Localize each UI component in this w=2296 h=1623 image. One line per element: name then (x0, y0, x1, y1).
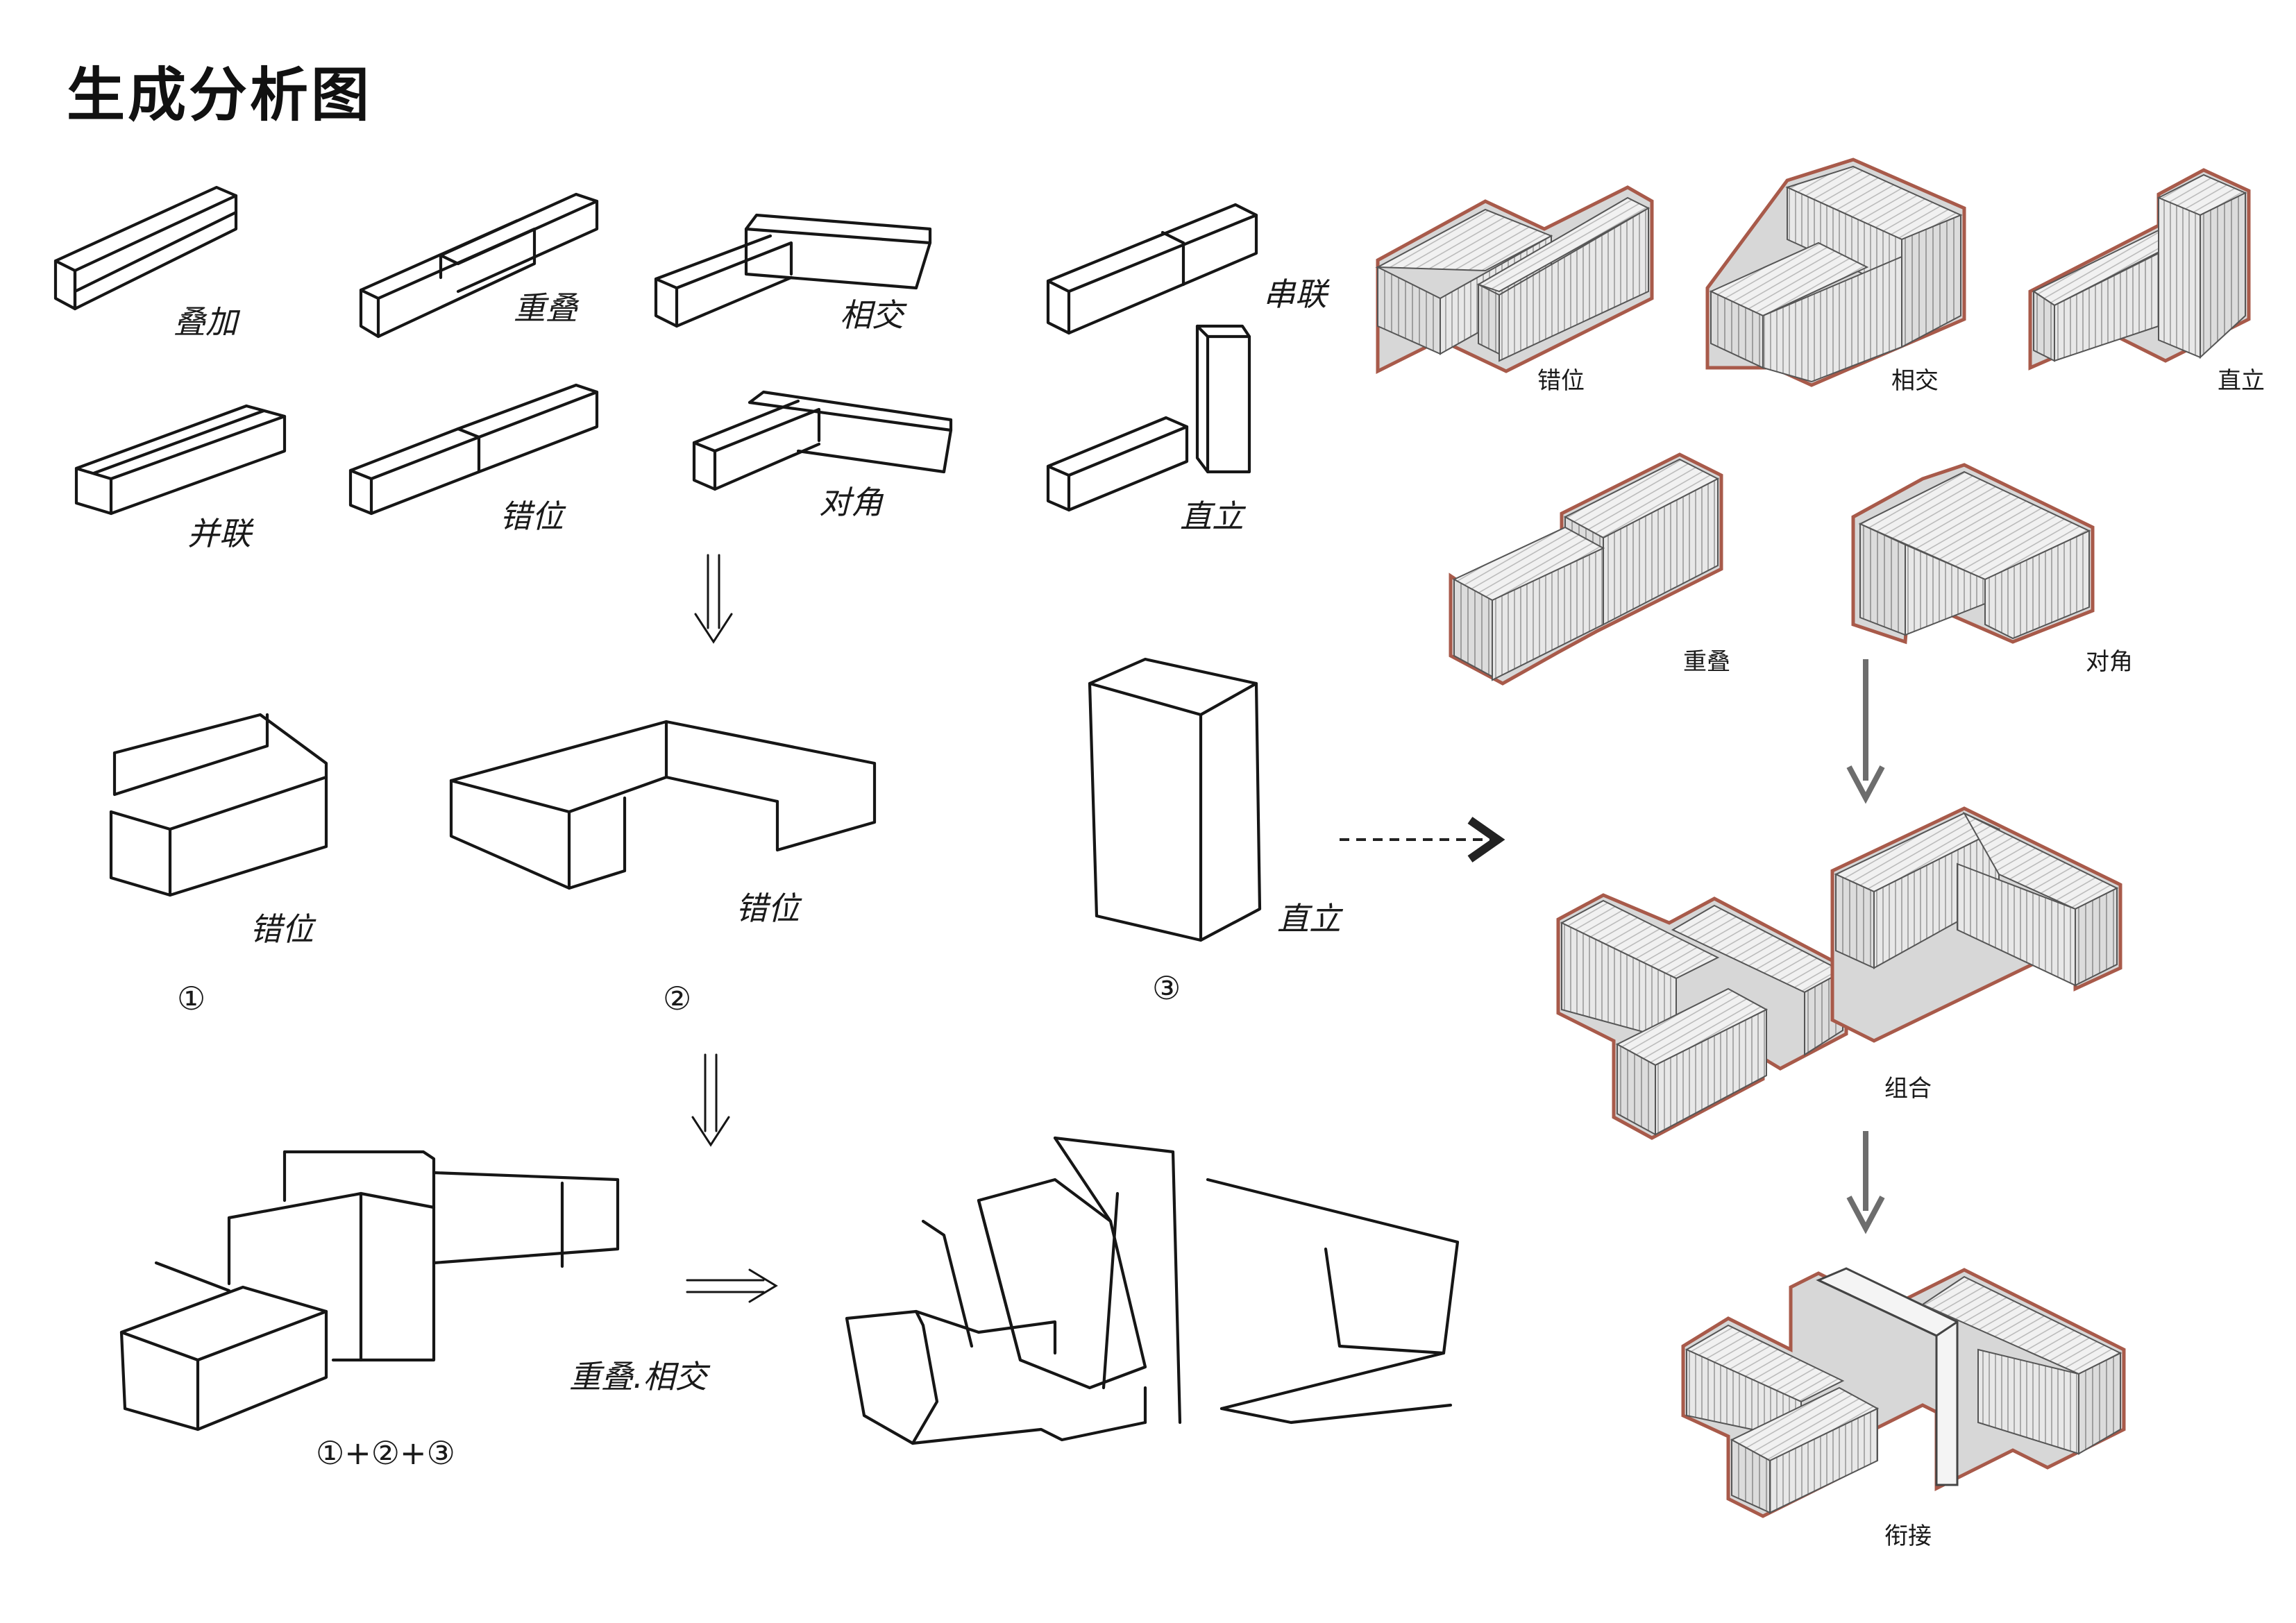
sketch-label-series: 串联 (1263, 275, 1331, 313)
sketch-intersect (654, 213, 932, 328)
double-down-arrow-1 (694, 554, 733, 644)
render-label-diagonal: 对角 (2086, 648, 2133, 676)
render-overlap (1449, 452, 1723, 686)
sketch-step3-combined (119, 1150, 620, 1431)
double-right-arrow (686, 1268, 778, 1303)
sketch-offset (348, 383, 599, 516)
sketch-label-offset: 错位 (500, 498, 566, 535)
sketch-step3-perspective (845, 1136, 1460, 1445)
double-down-arrow-2 (691, 1053, 730, 1147)
sketch-step2-b-label: 错位 (736, 890, 802, 927)
sketch-step2-a-num: ① (177, 980, 205, 1017)
render-upright (2028, 168, 2251, 371)
render-label-upright: 直立 (2218, 367, 2265, 395)
sketch-label-overlap: 重叠 (514, 289, 580, 327)
render-label-connect: 衔接 (1884, 1522, 1932, 1550)
sketch-step2-c-label: 直立 (1277, 900, 1344, 937)
render-label-overlap: 重叠 (1683, 648, 1730, 676)
sketch-overlap (359, 192, 599, 339)
render-intersect (1705, 158, 1966, 387)
sketch-label-stack: 叠加 (174, 303, 241, 341)
sketch-step2-c (1088, 657, 1262, 942)
grey-down-arrow-2 (1846, 1131, 1885, 1234)
sketch-label-upright: 直立 (1180, 498, 1247, 535)
sketch-step2-a (109, 713, 328, 897)
render-connect (1681, 1267, 2126, 1518)
render-label-combine: 组合 (1884, 1075, 1932, 1103)
sketch-label-parallel: 并联 (187, 515, 255, 552)
sketch-series (1046, 203, 1258, 335)
sketch-step2-b (449, 720, 877, 890)
sketch-step3-formula: ①+②+③ (316, 1434, 455, 1472)
render-label-offset: 错位 (1537, 367, 1585, 395)
render-label-intersect: 相交 (1891, 367, 1939, 395)
sketch-step2-b-num: ② (663, 980, 691, 1017)
sketch-step3-note: 重叠.相交 (569, 1358, 711, 1395)
sketch-step2-c-num: ③ (1152, 969, 1181, 1007)
sketch-parallel (74, 404, 287, 516)
render-offset (1375, 185, 1654, 375)
sketch-label-diagonal: 对角 (819, 484, 884, 521)
sketch-stack (53, 185, 238, 311)
sketch-upright (1046, 324, 1251, 512)
sketch-diagonal (692, 390, 953, 491)
sketch-step2-a-label: 错位 (250, 910, 316, 948)
render-diagonal (1851, 463, 2095, 645)
render-combine (1556, 806, 2122, 1140)
grey-down-arrow-1 (1846, 659, 1885, 804)
page-title: 生成分析图 (67, 61, 373, 129)
sketch-label-intersect: 相交 (840, 296, 907, 334)
